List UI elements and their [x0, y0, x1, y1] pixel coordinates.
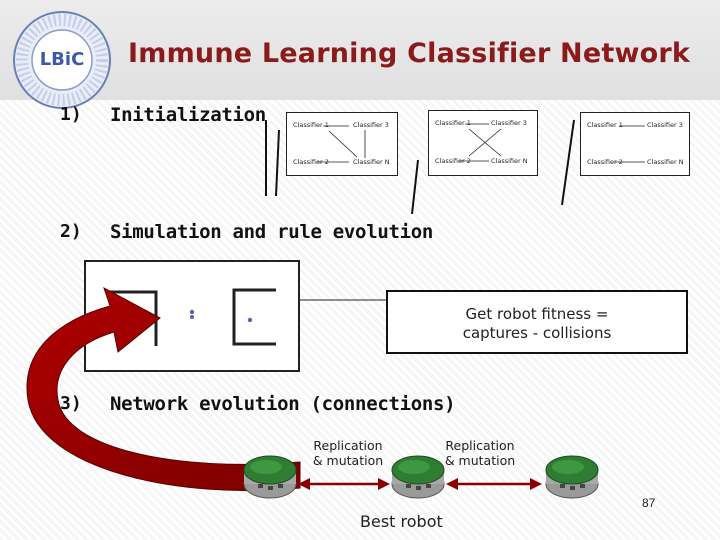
fitness-line-2: captures - collisions: [462, 324, 612, 342]
robot-left: [243, 455, 297, 499]
lbic-logo: LBiC: [10, 8, 114, 112]
step-1-number: 1): [60, 104, 82, 125]
step-2-label: Simulation and rule evolution: [110, 221, 434, 243]
replication-label-2: Replication & mutation: [432, 438, 528, 468]
classifier-node: Classifier N: [647, 158, 684, 166]
robot-best: [391, 455, 445, 499]
fitness-line-1: Get robot fitness =: [465, 305, 609, 323]
step-1-label: Initialization: [110, 104, 266, 126]
classifier-node: Classifier 1: [587, 121, 623, 129]
classifier-node: Classifier 3: [353, 121, 389, 129]
network-diagram-3: Classifier 1 Classifier 3 Classifier 2 C…: [580, 112, 690, 176]
replication-2-line-2: & mutation: [444, 453, 516, 468]
network-diagram-2: Classifier 1 Classifier 3 Classifier 2 C…: [428, 110, 538, 176]
slide-title: Immune Learning Classifier Network: [128, 38, 691, 69]
best-robot-label: Best robot: [360, 512, 443, 531]
step-3-label: Network evolution (connections): [110, 393, 456, 415]
robot-right: [545, 455, 599, 499]
network-diagram-1: Classifier 1 Classifier 3 Classifier 2 C…: [286, 112, 398, 176]
classifier-node: Classifier N: [491, 157, 528, 165]
classifier-node: Classifier 1: [435, 119, 471, 127]
logo-text: LBiC: [39, 49, 85, 70]
header-bar: [0, 0, 720, 100]
classifier-node: Classifier 3: [647, 121, 683, 129]
replication-1-line-2: & mutation: [312, 453, 384, 468]
step-3-number: 3): [60, 393, 82, 414]
step-2-number: 2): [60, 221, 82, 242]
classifier-node: Classifier 2: [587, 158, 623, 166]
replication-2-line-1: Replication: [445, 438, 515, 453]
replication-label-1: Replication & mutation: [300, 438, 396, 468]
classifier-node: Classifier N: [353, 158, 390, 166]
fitness-box: Get robot fitness = captures - collision…: [386, 290, 688, 354]
page-number: 87: [642, 496, 656, 510]
classifier-node: Classifier 3: [491, 119, 527, 127]
classifier-node: Classifier 2: [435, 157, 471, 165]
classifier-node: Classifier 2: [293, 158, 329, 166]
classifier-node: Classifier 1: [293, 121, 329, 129]
replication-1-line-1: Replication: [313, 438, 383, 453]
